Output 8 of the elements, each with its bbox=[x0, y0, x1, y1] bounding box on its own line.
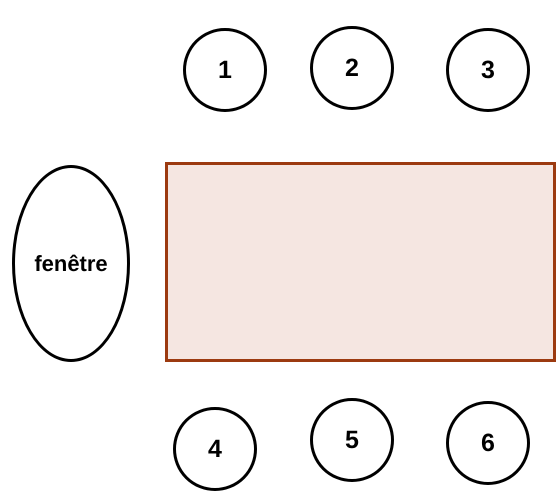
window-ellipse: fenêtre bbox=[12, 165, 130, 362]
seat-circle: 4 bbox=[173, 407, 257, 491]
seat-circle: 6 bbox=[446, 401, 530, 485]
seat-circle: 5 bbox=[310, 398, 394, 482]
table-rectangle bbox=[165, 162, 556, 362]
seat-circle: 1 bbox=[183, 28, 267, 112]
seat-circle: 3 bbox=[446, 28, 530, 112]
seat-circle: 2 bbox=[310, 26, 394, 110]
